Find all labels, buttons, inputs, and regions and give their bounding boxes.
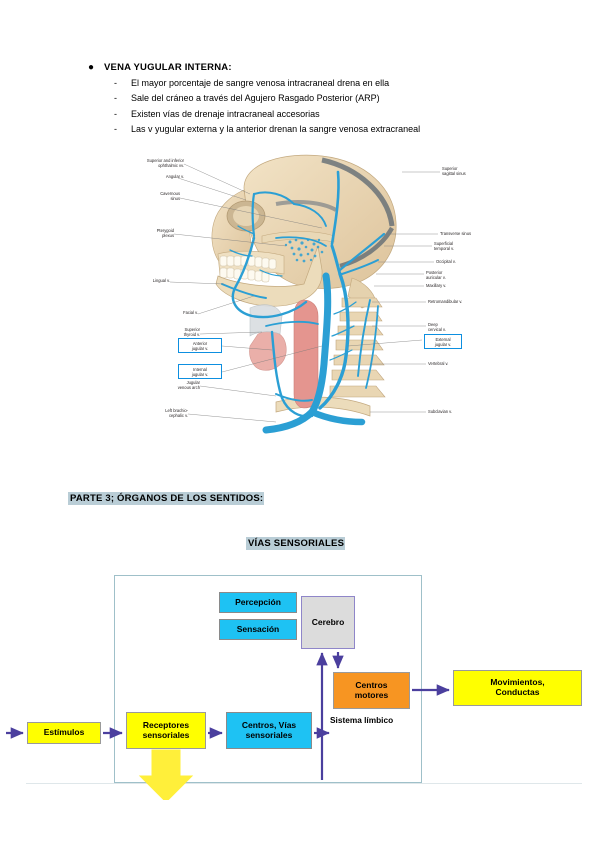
dash-marker: - <box>114 93 117 104</box>
figure-label-superior-sagittal-sinus: Superior sagittal sinus <box>442 166 466 177</box>
node-cerebro[interactable]: Cerebro <box>301 596 355 649</box>
node-movimientos-conductas[interactable]: Movimientos, Conductas <box>453 670 582 706</box>
dash-marker: - <box>114 123 117 134</box>
figure-label-deep-cervical: Deep cervical v. <box>428 322 446 333</box>
figure-label-jugular-venous-arch: Jugular venous arch <box>177 380 200 391</box>
list-item-text: El mayor porcentaje de sangre venosa int… <box>131 78 390 88</box>
node-centros-motores[interactable]: Centros motores <box>333 672 410 709</box>
list-item: - Las v yugular externa y la anterior dr… <box>114 124 536 135</box>
node-centros-vias-sensoriales[interactable]: Centros, Vías sensoriales <box>226 712 312 749</box>
figure-label-transverse-sinus: Transverse sinus <box>440 231 472 236</box>
node-receptores-sensoriales[interactable]: Receptores sensoriales <box>126 712 206 749</box>
figure-label-subclavian: Subclavian v. <box>428 409 453 414</box>
list-item: - Sale del cráneo a través del Agujero R… <box>114 93 536 104</box>
figure-box-internal-jugular: Internal jugular v. <box>178 364 222 380</box>
figure-label-angular: Angular v. <box>165 174 184 179</box>
dash-marker: - <box>114 78 117 88</box>
figure-label-vertebral: Vertebral v. <box>428 361 449 366</box>
diagram-container-frame <box>114 575 422 783</box>
notes-title: VENA YUGULAR INTERNA: <box>104 62 232 73</box>
node-percepcion[interactable]: Percepción <box>219 592 297 613</box>
figure-label-occipital: Occipital v. <box>436 259 456 264</box>
list-item-text: Sale del cráneo a través del Agujero Ras… <box>131 93 380 104</box>
figure-label-ophthalmic: Superior and inferior ophthalmic vv. <box>146 158 184 169</box>
sensory-pathway-diagram: Percepción Sensación Cerebro Centros mot… <box>0 560 600 800</box>
figure-label-left-brachiocephalic: Left brachio- cephalic v. <box>165 408 188 419</box>
figure-label-posterior-auricular: Posterior auricular v. <box>426 270 446 281</box>
figure-label-retromandibular: Retromandibular v. <box>428 299 463 304</box>
list-item-text: Las v yugular externa y la anterior dren… <box>131 123 421 134</box>
figure-label-cavernous-sinus: Cavernous sinus <box>160 191 180 202</box>
figure-label-superficial-temporal: Superficial temporal v. <box>434 241 454 252</box>
notes-sub-list: - El mayor porcentaje de sangre venosa i… <box>114 78 536 135</box>
list-item: - El mayor porcentaje de sangre venosa i… <box>114 78 536 89</box>
dash-marker: - <box>114 108 117 119</box>
horizontal-rule <box>26 783 582 784</box>
figure-box-external-jugular: External jugular v. <box>424 334 462 350</box>
figure-box-anterior-jugular: Anterior jugular v. <box>178 338 222 354</box>
figure-label-maxillary: Maxillary v. <box>426 283 447 288</box>
notes-block: ● VENA YUGULAR INTERNA: - El mayor porce… <box>86 62 536 139</box>
anatomy-figure: Superior and inferior ophthalmic vv. Ang… <box>126 150 476 445</box>
node-sensacion[interactable]: Sensación <box>219 619 297 640</box>
list-item-text: Existen vías de drenaje intracraneal acc… <box>131 108 320 119</box>
figure-label-pterygoid-plexus: Pterygoid plexus <box>156 228 174 239</box>
figure-label-superior-thyroid: Superior thyroid v. <box>183 327 200 338</box>
figure-label-facial: Facial v. <box>183 310 198 315</box>
list-item: - Existen vías de drenaje intracraneal a… <box>114 109 536 120</box>
node-estimulos[interactable]: Estímulos <box>27 722 101 744</box>
anatomy-illustration <box>169 154 440 434</box>
page-title-parte3: PARTE 3; ÓRGANOS DE LOS SENTIDOS: <box>68 492 265 505</box>
notes-title-row: ● VENA YUGULAR INTERNA: <box>86 62 536 73</box>
label-sistema-limbico: Sistema límbico <box>330 715 394 725</box>
figure-label-lingual: Lingual v. <box>152 278 170 283</box>
section-title-vias-sensoriales: VÍAS SENSORIALES <box>246 537 346 550</box>
bullet-dot-icon: ● <box>87 62 95 73</box>
